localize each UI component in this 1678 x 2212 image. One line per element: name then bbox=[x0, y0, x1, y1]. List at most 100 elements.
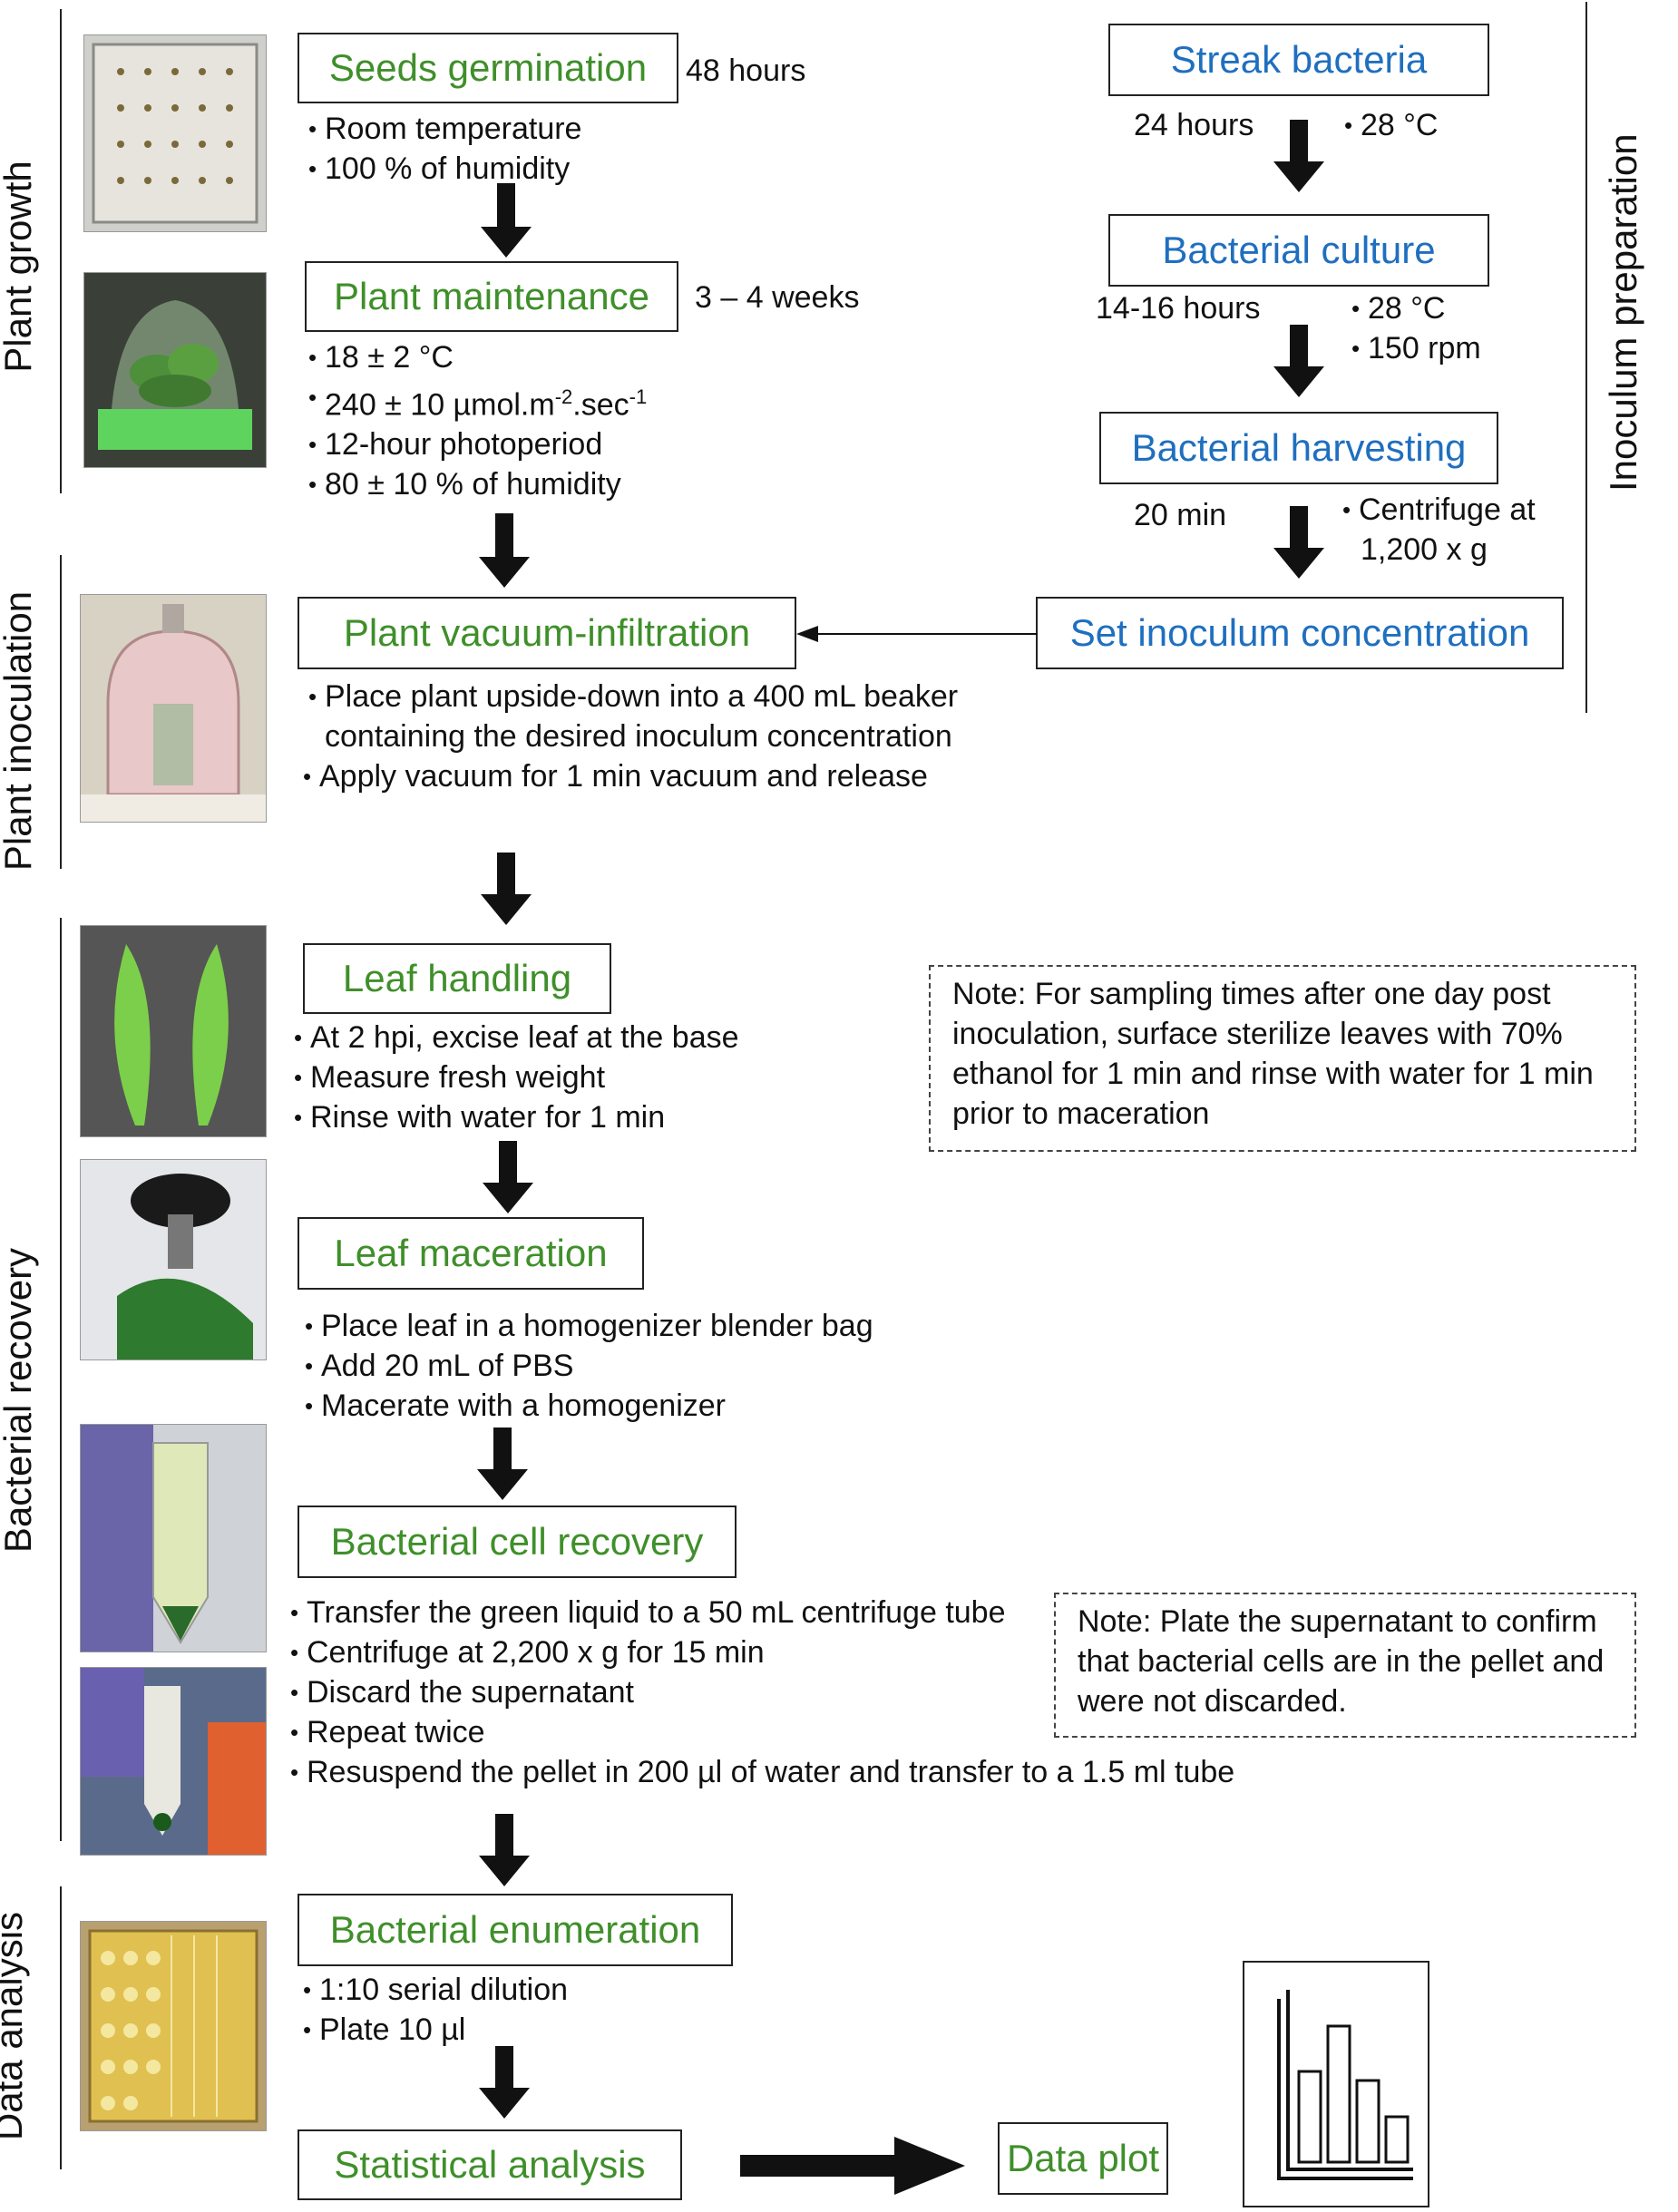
vacuum-infiltration-steps: Place plant upside-down into a 400 mL be… bbox=[308, 677, 958, 716]
arrow-left-icon bbox=[796, 626, 1038, 642]
note-line: inoculation, surface sterilize leaves wi… bbox=[952, 1017, 1563, 1051]
arrow-down-icon bbox=[481, 183, 532, 258]
vacuum-infiltration-steps: Apply vacuum for 1 min vacuum and releas… bbox=[303, 756, 928, 796]
step-seeds-germination: Seeds germination bbox=[298, 33, 678, 103]
cell-recovery-steps: Transfer the green liquid to a 50 mL cen… bbox=[290, 1593, 1234, 1792]
photo-pellet-tube bbox=[80, 1667, 267, 1856]
light-intensity-unit: .sec bbox=[572, 387, 629, 423]
list-item: 28 °C bbox=[1344, 105, 1438, 145]
leaves-image bbox=[114, 944, 229, 1125]
vacuum-chamber-image bbox=[81, 604, 266, 822]
note-line: prior to maceration bbox=[952, 1096, 1210, 1131]
seeds-germination-duration: 48 hours bbox=[686, 54, 806, 88]
data-analysis-bracket bbox=[60, 1886, 62, 2169]
data-plot-frame bbox=[1243, 1961, 1429, 2207]
enumeration-steps: 1:10 serial dilution Plate 10 µl bbox=[303, 1970, 568, 2050]
list-item: Macerate with a homogenizer bbox=[305, 1386, 873, 1426]
agar-plate-image bbox=[88, 1929, 259, 2123]
plant-tray-image bbox=[98, 300, 252, 450]
list-item: Discard the supernatant bbox=[290, 1672, 1234, 1712]
seeds-germination-conditions: Room temperature 100 % of humidity bbox=[308, 109, 581, 189]
photo-homogenizer bbox=[80, 1159, 267, 1360]
light-intensity-item: 240 ± 10 µmol.m-2.sec-1 bbox=[308, 377, 647, 424]
inoculum-preparation-bracket bbox=[1585, 2, 1587, 713]
list-item: Room temperature bbox=[308, 109, 581, 149]
step-vacuum-infiltration: Plant vacuum-infiltration bbox=[298, 597, 796, 669]
step-leaf-handling: Leaf handling bbox=[303, 943, 611, 1014]
bacterial-harvesting-condition-cont: 1,200 x g bbox=[1361, 532, 1488, 567]
section-label-plant-growth: Plant growth bbox=[0, 161, 39, 373]
list-item: 18 ± 2 °C bbox=[308, 337, 647, 377]
list-item: Place plant upside-down into a 400 mL be… bbox=[308, 677, 958, 716]
photo-leaves bbox=[80, 925, 267, 1137]
step-data-plot: Data plot bbox=[998, 2122, 1168, 2195]
photo-centrifuge-tube bbox=[80, 1424, 267, 1652]
homogenizer-image bbox=[117, 1174, 253, 1359]
list-item: Measure fresh weight bbox=[294, 1057, 739, 1097]
photo-agar-plate bbox=[80, 1921, 267, 2131]
note-line: were not discarded. bbox=[1078, 1684, 1347, 1719]
list-item: 28 °C bbox=[1351, 288, 1481, 328]
note-supernatant: Note: Plate the supernatant to confirm t… bbox=[1054, 1593, 1636, 1738]
section-label-bacterial-recovery: Bacterial recovery bbox=[0, 1247, 39, 1554]
plant-maintenance-conditions: 18 ± 2 °C 240 ± 10 µmol.m-2.sec-1 12-hou… bbox=[308, 337, 647, 504]
arrow-down-icon bbox=[477, 1428, 528, 1500]
bacterial-culture-duration: 14-16 hours bbox=[1096, 291, 1261, 326]
streak-bacteria-conditions: 28 °C bbox=[1344, 105, 1438, 145]
bacterial-harvesting-conditions: Centrifuge at bbox=[1342, 490, 1536, 530]
step-plant-maintenance: Plant maintenance bbox=[305, 261, 678, 332]
list-item: Centrifuge at 2,200 x g for 15 min bbox=[290, 1632, 1234, 1672]
list-item: Apply vacuum for 1 min vacuum and releas… bbox=[303, 756, 928, 796]
arrow-down-icon bbox=[483, 1141, 533, 1213]
light-intensity-exponent: -1 bbox=[629, 385, 648, 408]
arrow-down-icon bbox=[479, 1814, 530, 1886]
photo-plant-maintenance bbox=[83, 272, 267, 468]
arrow-down-icon bbox=[1273, 506, 1324, 579]
photo-seed-tray bbox=[83, 34, 267, 232]
list-item: Transfer the green liquid to a 50 mL cen… bbox=[290, 1593, 1234, 1632]
step-statistical-analysis: Statistical analysis bbox=[298, 2129, 682, 2200]
list-item: 1:10 serial dilution bbox=[303, 1970, 568, 2010]
list-item: 80 ± 10 % of humidity bbox=[308, 464, 647, 504]
plant-maintenance-duration: 3 – 4 weeks bbox=[695, 280, 860, 315]
pellet-tube-image bbox=[81, 1668, 266, 1855]
plant-growth-bracket bbox=[60, 9, 62, 493]
photo-vacuum-chamber bbox=[80, 594, 267, 823]
section-label-plant-inoculation: Plant inoculation bbox=[0, 590, 39, 872]
list-item: Add 20 mL of PBS bbox=[305, 1346, 873, 1386]
leaf-handling-steps: At 2 hpi, excise leaf at the base Measur… bbox=[294, 1018, 739, 1137]
seed-tray-image bbox=[92, 43, 259, 224]
light-intensity-value: 240 ± 10 µmol.m bbox=[325, 387, 555, 423]
arrow-down-icon bbox=[1273, 120, 1324, 192]
note-line: Note: For sampling times after one day p… bbox=[952, 977, 1551, 1011]
arrow-down-icon bbox=[481, 853, 532, 925]
list-item: Plate 10 µl bbox=[303, 2010, 568, 2050]
bacterial-harvesting-duration: 20 min bbox=[1134, 498, 1227, 532]
list-item: 100 % of humidity bbox=[308, 149, 581, 189]
list-item: Repeat twice bbox=[290, 1712, 1234, 1752]
list-item: Centrifuge at bbox=[1342, 490, 1536, 530]
section-label-inoculum-preparation: Inoculum preparation bbox=[1602, 133, 1644, 492]
streak-bacteria-duration: 24 hours bbox=[1134, 108, 1254, 142]
step-leaf-maceration: Leaf maceration bbox=[298, 1217, 644, 1290]
list-item: Place leaf in a homogenizer blender bag bbox=[305, 1306, 873, 1346]
arrow-down-icon bbox=[1273, 325, 1324, 397]
bacterial-recovery-bracket bbox=[60, 918, 62, 1841]
step-set-inoculum: Set inoculum concentration bbox=[1036, 597, 1564, 669]
light-intensity-exponent: -2 bbox=[554, 385, 573, 408]
centrifuge-tube-image bbox=[81, 1425, 209, 1652]
arrow-right-icon bbox=[740, 2137, 965, 2195]
arrow-down-icon bbox=[479, 513, 530, 588]
step-bacterial-culture: Bacterial culture bbox=[1108, 214, 1489, 287]
leaf-maceration-steps: Place leaf in a homogenizer blender bag … bbox=[305, 1306, 873, 1426]
step-streak-bacteria: Streak bacteria bbox=[1108, 24, 1489, 96]
note-sterilize: Note: For sampling times after one day p… bbox=[929, 965, 1636, 1152]
step-bacterial-cell-recovery: Bacterial cell recovery bbox=[298, 1506, 737, 1578]
note-line: Note: Plate the supernatant to confirm bbox=[1078, 1604, 1597, 1639]
section-label-data-analysis: Data analysis bbox=[0, 1911, 30, 2141]
plant-inoculation-bracket bbox=[60, 555, 62, 869]
list-item: Resuspend the pellet in 200 µl of water … bbox=[290, 1752, 1234, 1792]
list-item: At 2 hpi, excise leaf at the base bbox=[294, 1018, 739, 1057]
list-item: 12-hour photoperiod bbox=[308, 424, 647, 464]
note-line: ethanol for 1 min and rinse with water f… bbox=[952, 1057, 1594, 1091]
